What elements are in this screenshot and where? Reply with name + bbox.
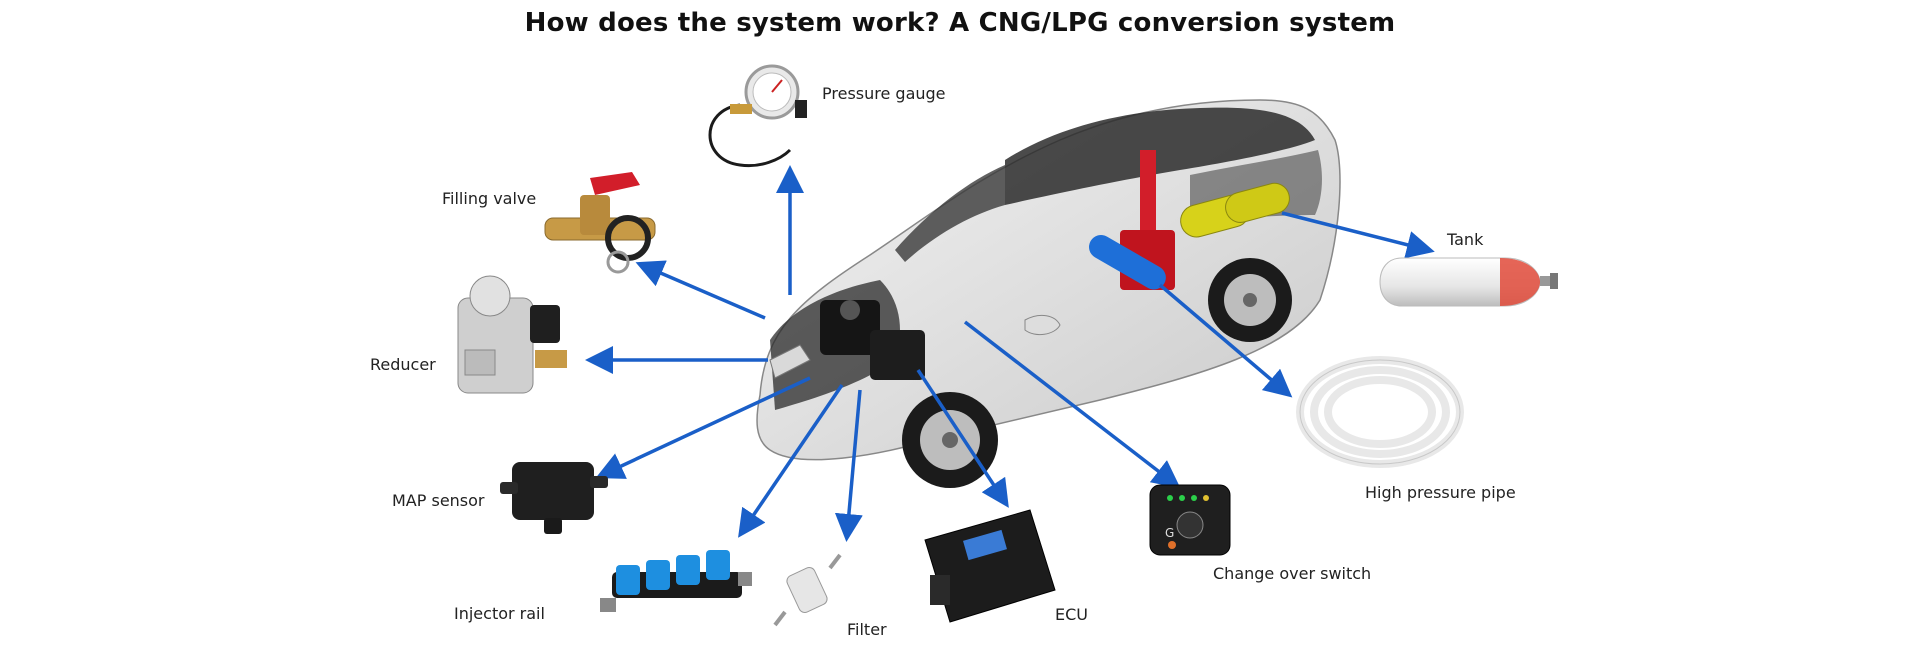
tank-image bbox=[1379, 257, 1558, 307]
injector-rail-image bbox=[600, 550, 752, 612]
arrow-high-pressure-pipe bbox=[1158, 283, 1293, 398]
change-over-switch-image: G bbox=[1149, 484, 1231, 556]
filter-image bbox=[773, 553, 842, 627]
label-reducer: Reducer bbox=[370, 355, 436, 374]
arrow-map-sensor bbox=[595, 376, 811, 479]
arrow-ecu bbox=[916, 369, 1009, 508]
label-injector-rail: Injector rail bbox=[454, 604, 545, 623]
ecu-image bbox=[924, 509, 1056, 623]
label-map-sensor: MAP sensor bbox=[392, 491, 485, 510]
connector-arrows bbox=[585, 165, 1435, 542]
filling-valve-image bbox=[544, 172, 656, 274]
arrow-filter bbox=[834, 389, 863, 542]
diagram-title: How does the system work? A CNG/LPG conv… bbox=[524, 8, 1396, 38]
reducer-image bbox=[457, 275, 567, 394]
label-high-pressure-pipe: High pressure pipe bbox=[1365, 483, 1516, 502]
label-tank: Tank bbox=[1447, 230, 1484, 249]
pressure-gauge-image bbox=[708, 64, 807, 168]
map-sensor-image bbox=[500, 462, 608, 534]
label-change-over-switch: Change over switch bbox=[1213, 564, 1372, 583]
switch-gas-letter: G bbox=[1165, 526, 1174, 540]
car-illustration bbox=[756, 99, 1341, 488]
arrow-change-over-switch bbox=[963, 320, 1181, 489]
arrow-filling-valve bbox=[635, 260, 766, 320]
high-pressure-pipe-image bbox=[1296, 356, 1464, 468]
label-pressure-gauge: Pressure gauge bbox=[822, 84, 946, 103]
arrow-injector-rail bbox=[738, 384, 844, 538]
label-filling-valve: Filling valve bbox=[442, 189, 537, 208]
label-filter: Filter bbox=[847, 620, 887, 639]
arrow-tank bbox=[1281, 211, 1435, 259]
label-ecu: ECU bbox=[1055, 605, 1088, 624]
